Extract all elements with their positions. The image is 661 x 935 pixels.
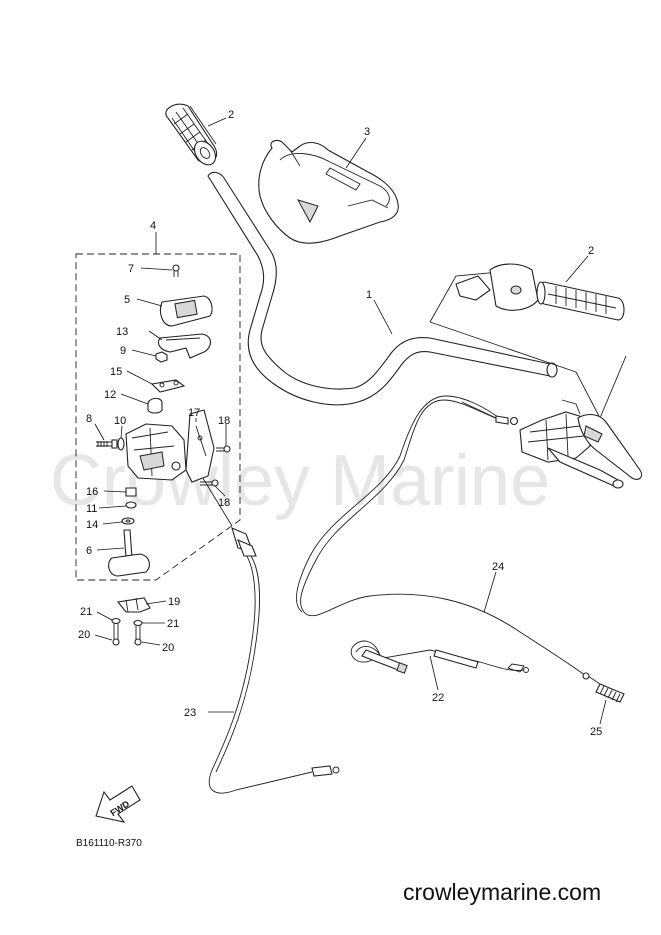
callout-3: 3 <box>364 126 370 138</box>
callout-8: 8 <box>86 413 92 425</box>
clamp-hardware[interactable] <box>111 597 151 646</box>
watermark: Crowley Marine <box>50 441 550 521</box>
left-grip[interactable] <box>165 103 220 169</box>
throttle-cable[interactable] <box>296 395 587 677</box>
callout-9: 9 <box>120 345 126 357</box>
callout-24: 24 <box>492 561 504 573</box>
callout-11: 11 <box>86 503 97 515</box>
callout-21: 21 <box>80 606 92 618</box>
callout-7: 7 <box>128 263 134 275</box>
callout-16: 16 <box>86 486 98 498</box>
callout-22: 22 <box>432 692 444 704</box>
switch-assembly[interactable] <box>96 264 231 577</box>
choke-cable[interactable] <box>350 640 529 674</box>
callout-21-right: 21 <box>167 618 179 630</box>
right-grip-assembly[interactable] <box>429 263 627 419</box>
callout-13: 13 <box>116 326 128 338</box>
diagram-code: B161110-R370 <box>76 838 142 849</box>
switch-assembly-box <box>75 253 241 581</box>
callout-20-right: 20 <box>162 642 174 654</box>
callout-18-lower: 18 <box>218 497 230 509</box>
throttle-lever-assembly[interactable] <box>519 399 643 489</box>
callout-4: 4 <box>150 220 156 232</box>
callout-2: 2 <box>228 109 234 121</box>
callout-15: 15 <box>110 366 122 378</box>
handlebar-pad[interactable] <box>258 139 399 244</box>
start-cable[interactable] <box>197 469 340 794</box>
callout-6: 6 <box>86 545 92 557</box>
callout-numbers: 2 3 4 2 1 7 5 13 9 15 12 8 10 17 18 18 1… <box>78 109 602 738</box>
leader-lines <box>94 117 607 725</box>
callout-19: 19 <box>168 596 180 608</box>
callout-12: 12 <box>104 389 116 401</box>
callout-20: 20 <box>78 629 90 641</box>
callout-2-right: 2 <box>588 245 594 257</box>
callout-25: 25 <box>590 726 602 738</box>
callout-5: 5 <box>124 294 130 306</box>
handlebar[interactable] <box>207 171 558 406</box>
callout-14: 14 <box>86 519 98 531</box>
callout-17: 17 <box>188 407 200 419</box>
callout-18: 18 <box>218 415 230 427</box>
callout-10: 10 <box>114 415 126 427</box>
callout-1: 1 <box>366 289 372 301</box>
site-name[interactable]: crowleymarine.com <box>403 879 601 905</box>
cable-spring[interactable] <box>582 672 625 703</box>
callout-23: 23 <box>184 707 196 719</box>
fwd-arrow-icon: FWD <box>95 785 141 823</box>
